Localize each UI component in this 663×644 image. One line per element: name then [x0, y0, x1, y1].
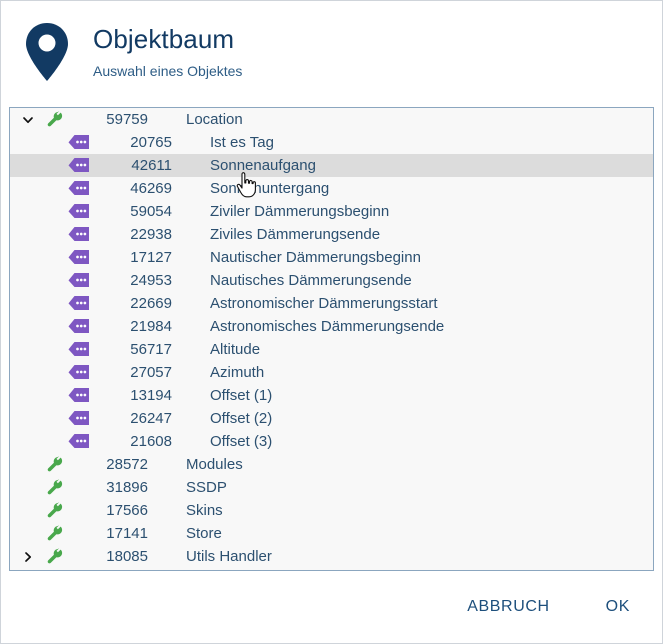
object-tree-panel[interactable]: 59759 Location 20765 Ist es Tag 42611 Sonnena… [9, 107, 654, 571]
tree-row[interactable]: 21608 Offset (3) [10, 430, 653, 453]
wrench-icon [40, 524, 70, 543]
page-subtitle: Auswahl eines Objektes [93, 63, 243, 80]
tree-row-id: 13194 [130, 387, 172, 404]
tree-row[interactable]: 22669 Astronomischer Dämmerungsstart [10, 292, 653, 315]
tree-row[interactable]: 24953 Nautisches Dämmerungsende [10, 269, 653, 292]
tree-row-id: 21984 [130, 318, 172, 335]
tree-row[interactable]: 59054 Ziviler Dämmerungsbeginn [10, 200, 653, 223]
tree-row-id: 20765 [130, 134, 172, 151]
tree-row-label: Astronomischer Dämmerungsstart [210, 295, 438, 312]
tree-row-label: Astronomisches Dämmerungsende [210, 318, 445, 335]
wrench-icon [40, 501, 70, 520]
tree-row[interactable]: 13194 Offset (1) [10, 384, 653, 407]
tag-dots-icon [64, 365, 94, 380]
tag-dots-icon [64, 273, 94, 288]
chevron-down-icon[interactable] [16, 114, 40, 126]
tag-dots-icon [64, 388, 94, 403]
tree-row-id: 22669 [130, 295, 172, 312]
tree-row-label: Azimuth [210, 364, 265, 381]
tag-dots-icon [64, 342, 94, 357]
tree-row[interactable]: 56717 Altitude [10, 338, 653, 361]
tree-row-id: 24953 [130, 272, 172, 289]
tree-row[interactable]: 46269 Sonnenuntergang [10, 177, 653, 200]
ok-button[interactable]: OK [600, 590, 636, 624]
tree-row-label: Location [186, 111, 243, 128]
tree-row-id: 21608 [130, 433, 172, 450]
tag-dots-icon [64, 181, 94, 196]
tree-row-id: 42611 [131, 157, 172, 174]
tree-row-label: Sonnenuntergang [210, 180, 330, 197]
tree-row-id: 28572 [106, 456, 148, 473]
page-title: Objektbaum [93, 23, 235, 54]
tree-row-id: 27057 [130, 364, 172, 381]
tree-row-label: Ziviler Dämmerungsbeginn [210, 203, 390, 220]
wrench-icon [40, 547, 70, 566]
tree-row-label: Offset (1) [210, 387, 273, 404]
tree-row-id: 59759 [106, 111, 148, 128]
tree-row[interactable]: 31896 SSDP [10, 476, 653, 499]
tree-row-label: Ist es Tag [210, 134, 274, 151]
wrench-icon [40, 478, 70, 497]
tree-row[interactable]: 27057 Azimuth [10, 361, 653, 384]
tree-row-list: 59759 Location 20765 Ist es Tag 42611 Sonnena… [10, 108, 653, 568]
tree-row-label: Skins [186, 502, 223, 519]
tag-dots-icon [64, 319, 94, 334]
tag-dots-icon [64, 434, 94, 449]
tree-row-label: Altitude [210, 341, 261, 358]
tree-row[interactable]: 17566 Skins [10, 499, 653, 522]
tree-row[interactable]: 28572 Modules [10, 453, 653, 476]
tree-row-label: SSDP [186, 479, 227, 496]
tree-row[interactable]: 18085 Utils Handler [10, 545, 653, 568]
tree-row-label: Sonnenaufgang [210, 157, 316, 174]
tree-row-id: 17566 [106, 502, 148, 519]
tree-row[interactable]: 42611 Sonnenaufgang [10, 154, 653, 177]
tree-row-label: Offset (3) [210, 433, 273, 450]
tree-row-label: Store [186, 525, 222, 542]
wrench-icon [40, 110, 70, 129]
tree-row-label: Nautischer Dämmerungsbeginn [210, 249, 421, 266]
tree-row-label: Utils Handler [186, 548, 272, 565]
tag-dots-icon [64, 158, 94, 173]
tag-dots-icon [64, 227, 94, 242]
dialog-footer: ABBRUCH OK [1, 571, 662, 643]
tree-row-id: 56717 [130, 341, 172, 358]
tree-row-id: 18085 [106, 548, 148, 565]
tree-row-label: Ziviles Dämmerungsende [210, 226, 381, 243]
tree-row[interactable]: 22938 Ziviles Dämmerungsende [10, 223, 653, 246]
tag-dots-icon [64, 411, 94, 426]
tree-row[interactable]: 20765 Ist es Tag [10, 131, 653, 154]
tree-row-id: 26247 [130, 410, 172, 427]
tag-dots-icon [64, 135, 94, 150]
tree-row-id: 22938 [130, 226, 172, 243]
tree-row[interactable]: 26247 Offset (2) [10, 407, 653, 430]
dialog-header: Objektbaum Auswahl eines Objektes [1, 1, 662, 103]
tree-row[interactable]: 17141 Store [10, 522, 653, 545]
tree-row-id: 17127 [130, 249, 172, 266]
tree-row-id: 59054 [130, 203, 172, 220]
map-pin-icon [23, 21, 71, 83]
tag-dots-icon [64, 250, 94, 265]
tree-row-id: 31896 [106, 479, 148, 496]
tree-row-id: 46269 [130, 180, 172, 197]
tree-row-id: 17141 [106, 525, 148, 542]
wrench-icon [40, 455, 70, 474]
tag-dots-icon [64, 204, 94, 219]
tree-row-label: Modules [186, 456, 243, 473]
tree-row-label: Offset (2) [210, 410, 273, 427]
tag-dots-icon [64, 296, 94, 311]
header-text-block: Objektbaum Auswahl eines Objektes [93, 23, 243, 80]
cancel-button[interactable]: ABBRUCH [461, 590, 555, 624]
tree-row[interactable]: 17127 Nautischer Dämmerungsbeginn [10, 246, 653, 269]
chevron-right-icon[interactable] [16, 551, 40, 563]
tree-row-label: Nautisches Dämmerungsende [210, 272, 412, 289]
tree-row[interactable]: 21984 Astronomisches Dämmerungsende [10, 315, 653, 338]
tree-row[interactable]: 59759 Location [10, 108, 653, 131]
